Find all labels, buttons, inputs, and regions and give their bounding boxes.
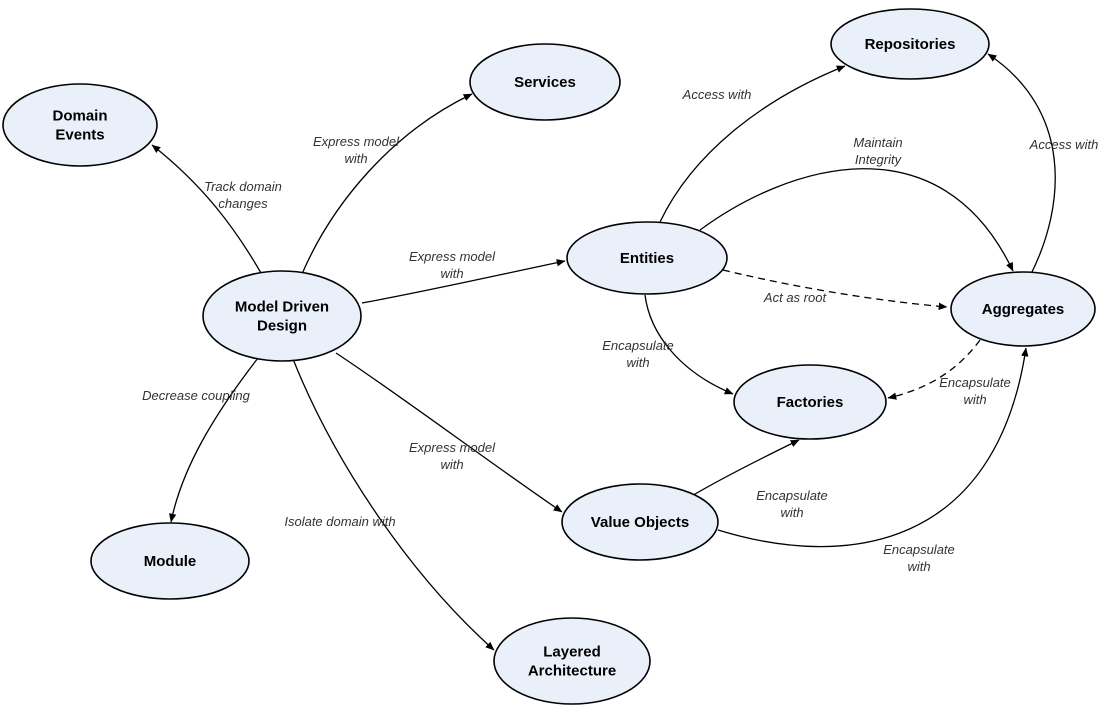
node-repositories-label: Repositories	[865, 36, 956, 53]
edge-label-aggregates-repositories-access-with: Access with	[1029, 137, 1099, 152]
node-module-shape	[90, 522, 250, 600]
edge-value-objects-aggregates-encapsulate-with	[717, 347, 1029, 548]
node-services-label: Services	[514, 74, 576, 91]
node-module: Module	[90, 522, 250, 600]
node-factories-label: Factories	[777, 394, 844, 411]
edge-model-driven-design-entities-express-model-with	[361, 259, 566, 304]
node-value-objects: Value Objects	[561, 483, 719, 561]
node-services-shape	[469, 43, 621, 121]
edge-value-objects-factories-encapsulate-with	[689, 439, 800, 498]
node-factories: Factories	[733, 364, 887, 440]
node-module-label: Module	[144, 553, 197, 570]
node-entities: Entities	[566, 221, 728, 295]
edge-label-entities-repositories-access-with: Access with	[682, 87, 752, 102]
edge-label-entities-aggregates-act-as-root: Act as root	[763, 290, 828, 305]
node-factories-shape	[733, 364, 887, 440]
edge-label-model-driven-design-layered-architecture-isolate-domain-with: Isolate domain with	[284, 514, 395, 529]
edge-aggregates-factories-encapsulate-with	[887, 339, 981, 400]
node-domain-events-shape	[2, 83, 158, 167]
node-entities-label: Entities	[620, 250, 674, 267]
edge-entities-aggregates-maintain-integrity	[699, 168, 1014, 272]
node-repositories: Repositories	[830, 8, 990, 80]
edge-model-driven-design-module-decrease-coupling	[169, 357, 259, 523]
edge-entities-factories-encapsulate-with	[644, 294, 734, 395]
node-aggregates-shape	[950, 271, 1096, 347]
edge-aggregates-repositories-access-with	[987, 53, 1056, 275]
node-value-objects-label: Value Objects	[591, 514, 689, 531]
edge-model-driven-design-layered-architecture-isolate-domain-with	[292, 358, 495, 651]
node-model-driven-design-shape	[202, 270, 362, 362]
edge-model-driven-design-value-objects-express-model-with	[335, 352, 563, 513]
edge-label-model-driven-design-module-decrease-coupling: Decrease coupling	[142, 388, 250, 403]
node-layered-architecture-shape	[493, 617, 651, 705]
edge-entities-repositories-access-with	[659, 65, 846, 223]
node-entities-shape	[566, 221, 728, 295]
edge-model-driven-design-services-express-model-with	[301, 93, 473, 275]
edge-entities-aggregates-act-as-root	[722, 269, 948, 310]
node-value-objects-shape	[561, 483, 719, 561]
node-aggregates: Aggregates	[950, 271, 1096, 347]
node-aggregates-label: Aggregates	[982, 301, 1065, 318]
node-services: Services	[469, 43, 621, 121]
edge-model-driven-design-domain-events-track-domain-changes	[151, 144, 262, 274]
node-repositories-shape	[830, 8, 990, 80]
